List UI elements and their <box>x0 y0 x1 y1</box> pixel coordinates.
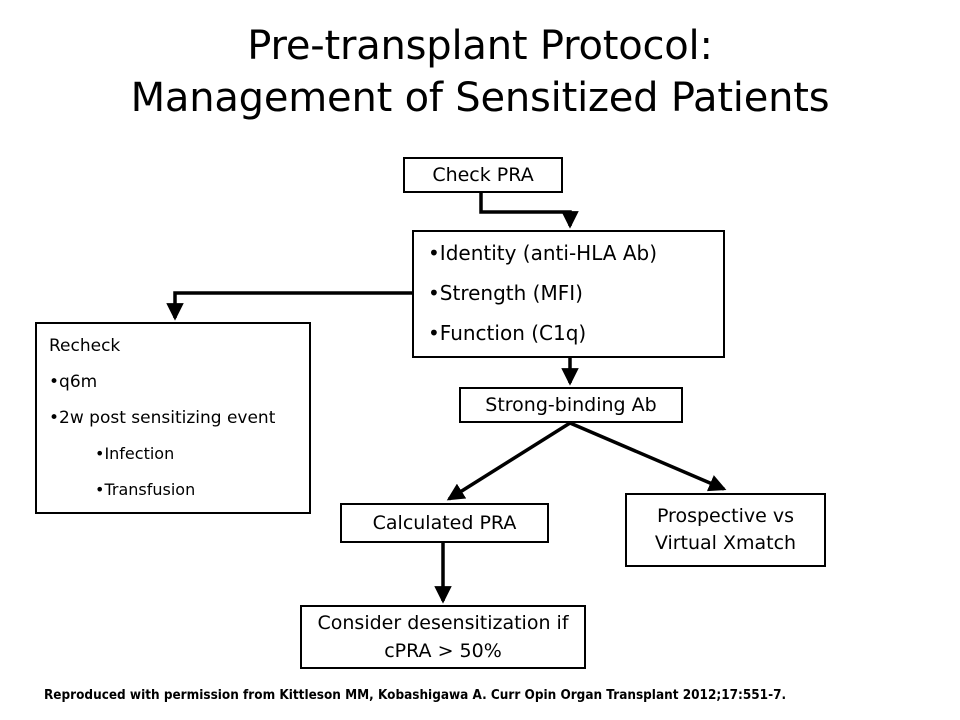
page-title: Pre-transplant Protocol: Management of S… <box>0 20 960 124</box>
node-antibody-characteristics[interactable]: •Identity (anti-HLA Ab) •Strength (MFI) … <box>412 230 725 358</box>
connector-antibody-to-recheck <box>166 291 412 321</box>
page-title-line-1: Pre-transplant Protocol: <box>247 23 713 69</box>
antibody-bullet-function: •Function (C1q) <box>428 321 587 345</box>
node-strong-binding-ab[interactable]: Strong-binding Ab <box>459 387 683 423</box>
recheck-item-2w-post-sensitizing-event: •2w post sensitizing event <box>49 408 276 428</box>
node-prospective-vs-virtual-xmatch[interactable]: Prospective vs Virtual Xmatch <box>625 493 826 567</box>
connector-strong-binding-to-prospective <box>569 421 727 492</box>
antibody-bullet-identity: •Identity (anti-HLA Ab) <box>428 241 658 265</box>
recheck-item-q6m: •q6m <box>49 372 98 392</box>
recheck-subitem-transfusion: •Transfusion <box>95 480 196 499</box>
antibody-bullet-strength: •Strength (MFI) <box>428 281 583 305</box>
node-consider-line-1: Consider desensitization if <box>317 612 569 634</box>
node-prospective-line-1: Prospective vs <box>656 505 795 527</box>
node-consider-line-2: cPRA > 50% <box>384 640 502 662</box>
node-calculated-pra[interactable]: Calculated PRA <box>340 503 549 543</box>
node-check-pra-label: Check PRA <box>432 164 534 186</box>
node-recheck[interactable]: Recheck •q6m •2w post sensitizing event … <box>35 322 311 514</box>
citation-text: Reproduced with permission from Kittleso… <box>44 688 787 703</box>
connector-strong-binding-to-calculated-pra <box>446 421 571 501</box>
node-consider-desensitization[interactable]: Consider desensitization if cPRA > 50% <box>300 605 586 669</box>
recheck-subitem-infection: •Infection <box>95 444 175 463</box>
node-check-pra[interactable]: Check PRA <box>403 157 563 193</box>
connector-check-pra-to-antibody <box>479 193 579 229</box>
page-title-line-2: Management of Sensitized Patients <box>130 75 830 121</box>
recheck-heading: Recheck <box>49 336 121 356</box>
node-calculated-pra-label: Calculated PRA <box>372 512 517 534</box>
node-strong-binding-ab-label: Strong-binding Ab <box>485 394 657 416</box>
node-prospective-line-2: Virtual Xmatch <box>654 532 797 554</box>
